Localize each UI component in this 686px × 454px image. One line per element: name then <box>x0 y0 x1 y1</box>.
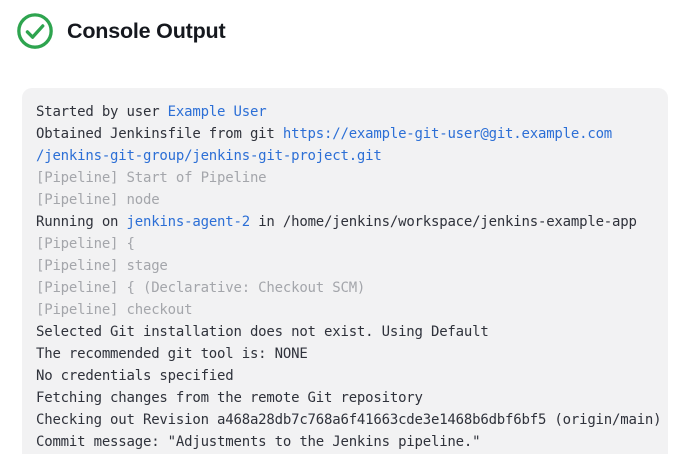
console-line: Obtained Jenkinsfile from git https://ex… <box>36 123 655 145</box>
console-text-segment: [Pipeline] stage <box>36 258 168 274</box>
console-text-segment: [Pipeline] { <box>36 236 135 252</box>
console-line: /jenkins-git-group/jenkins-git-project.g… <box>36 145 655 167</box>
console-line: Commit message: "Adjustments to the Jenk… <box>36 431 655 453</box>
console-text-segment: [Pipeline] Start of Pipeline <box>36 170 267 186</box>
console-text-segment: Running on <box>36 214 127 230</box>
repo-url-link[interactable]: /jenkins-git-group/jenkins-git-project.g… <box>36 148 382 164</box>
console-text-segment: The recommended git tool is: NONE <box>36 346 308 362</box>
console-line: Fetching changes from the remote Git rep… <box>36 387 655 409</box>
console-text-segment: in /home/jenkins/workspace/jenkins-examp… <box>249 214 637 230</box>
console-text-segment: No credentials specified <box>36 368 234 384</box>
console-line: The recommended git tool is: NONE <box>36 343 655 365</box>
console-line: [Pipeline] stage <box>36 255 655 277</box>
success-check-icon <box>17 13 53 49</box>
console-text-segment: [Pipeline] node <box>36 192 160 208</box>
page-header: Console Output <box>16 12 226 50</box>
user-link[interactable]: Example User <box>167 104 267 120</box>
console-line: Running on jenkins-agent-2 in /home/jenk… <box>36 211 655 233</box>
console-text-segment: Fetching changes from the remote Git rep… <box>36 390 423 406</box>
console-text-segment: [Pipeline] { (Declarative: Checkout SCM) <box>36 280 366 296</box>
agent-link[interactable]: jenkins-agent-2 <box>126 214 251 230</box>
page-title: Console Output <box>67 18 226 43</box>
console-text-segment: Checking out Revision a468a28db7c768a6f4… <box>36 412 662 428</box>
console-line: [Pipeline] { (Declarative: Checkout SCM) <box>36 277 655 299</box>
console-line: Started by user Example User <box>36 101 655 123</box>
console-text-segment: Selected Git installation does not exist… <box>36 324 489 340</box>
console-line: [Pipeline] node <box>36 189 655 211</box>
console-line: Checking out Revision a468a28db7c768a6f4… <box>36 409 662 431</box>
console-line: [Pipeline] { <box>36 233 655 255</box>
console-line: Selected Git installation does not exist… <box>36 321 655 343</box>
repo-url-link[interactable]: https://example-git-user@git.example.com <box>282 126 613 142</box>
console-line: No credentials specified <box>36 365 655 387</box>
console-text-segment: Obtained Jenkinsfile from git <box>36 126 283 142</box>
console-line: [Pipeline] Start of Pipeline <box>36 167 655 189</box>
console-text-segment: Commit message: "Adjustments to the Jenk… <box>36 434 481 450</box>
console-text-segment: Started by user <box>36 104 168 120</box>
console-text-segment: [Pipeline] checkout <box>36 302 193 318</box>
console-line: [Pipeline] checkout <box>36 299 655 321</box>
